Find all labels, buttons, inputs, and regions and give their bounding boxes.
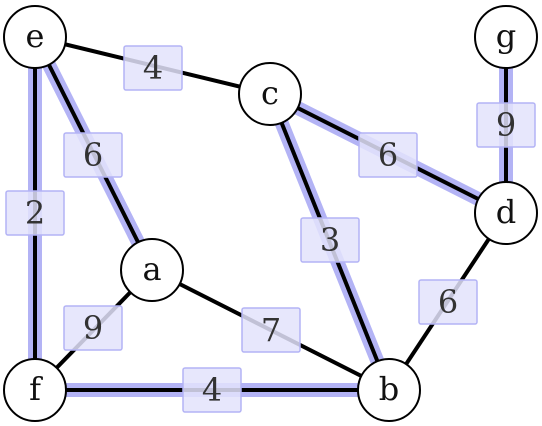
node-label: f: [29, 370, 43, 408]
edge-weight-e-c: 4: [123, 45, 183, 91]
node-e: e: [3, 5, 67, 69]
weight-text: 4: [143, 49, 163, 87]
edge-weight-e-f: 2: [5, 190, 65, 236]
weight-text: 9: [83, 309, 103, 347]
node-label: c: [261, 74, 279, 112]
weight-box: [300, 217, 360, 263]
weight-text: 7: [261, 311, 281, 349]
edge-weight-f-b: 4: [182, 367, 242, 413]
weight-box: [123, 45, 183, 91]
node-circle: [3, 358, 67, 422]
node-label: b: [379, 370, 399, 408]
weight-box: [476, 102, 536, 148]
weight-box: [241, 307, 301, 353]
weight-text: 6: [378, 136, 398, 174]
edge-weight-d-b: 6: [418, 279, 478, 325]
weight-text: 9: [496, 106, 516, 144]
edge-weight-g-d: 9: [476, 102, 536, 148]
node-f: f: [3, 358, 67, 422]
edge-weight-e-a: 6: [63, 132, 123, 178]
weight-text: 3: [320, 221, 340, 259]
weight-text: 6: [83, 136, 103, 174]
weight-box: [5, 190, 65, 236]
node-circle: [3, 5, 67, 69]
node-c: c: [238, 62, 302, 126]
weight-box: [418, 279, 478, 325]
node-circle: [238, 62, 302, 126]
edge-weight-a-f: 9: [63, 305, 123, 351]
weight-text: 2: [25, 194, 45, 232]
node-layer: e c g a d f b: [3, 5, 538, 422]
weight-text: 4: [202, 371, 222, 409]
node-d: d: [474, 181, 538, 245]
weight-box: [63, 305, 123, 351]
node-circle: [357, 358, 421, 422]
node-b: b: [357, 358, 421, 422]
node-label: d: [496, 193, 516, 231]
node-circle: [120, 238, 184, 302]
weight-box: [358, 132, 418, 178]
edge-weight-a-b: 7: [241, 307, 301, 353]
weight-box: [63, 132, 123, 178]
node-circle: [474, 5, 538, 69]
weight-box: [182, 367, 242, 413]
node-circle: [474, 181, 538, 245]
node-label: a: [142, 250, 161, 288]
node-label: e: [26, 17, 45, 55]
edge-weight-c-b: 3: [300, 217, 360, 263]
node-label: g: [496, 17, 516, 55]
node-a: a: [120, 238, 184, 302]
weight-text: 6: [438, 283, 458, 321]
node-g: g: [474, 5, 538, 69]
edge-weight-c-d: 6: [358, 132, 418, 178]
